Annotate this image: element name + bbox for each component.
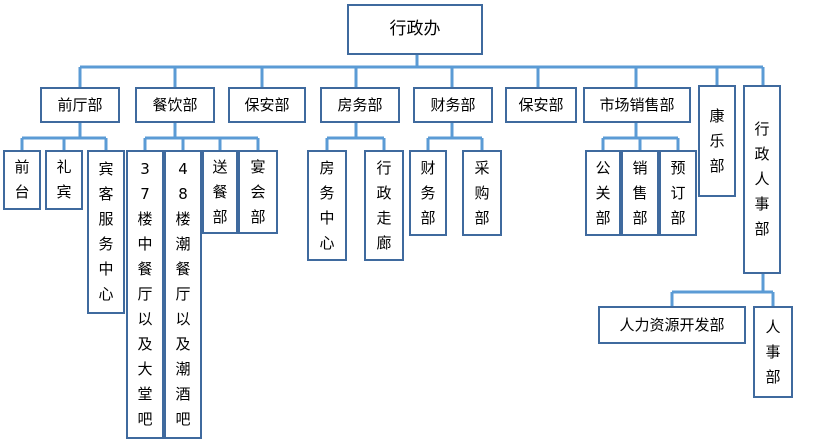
node-caiwubu-sub: 财务部 [409, 150, 447, 236]
node-caigoubu: 采购部 [462, 150, 502, 236]
node-libin: 礼宾 [45, 150, 83, 210]
node-lou48: 4 8楼潮餐厅以及潮酒吧 [164, 150, 202, 439]
node-yanhuibu: 宴会部 [238, 150, 278, 234]
node-baoanbu-1: 保安部 [228, 87, 306, 123]
node-fangwuzhongxin: 房务中心 [307, 150, 347, 261]
node-xingzhengzoulang: 行政走廊 [364, 150, 404, 261]
node-shichangxiaoshoubu: 市场销售部 [583, 87, 691, 123]
node-renliziyuankaifabu: 人力资源开发部 [598, 306, 746, 344]
node-xingzhengban: 行政办 [347, 4, 483, 55]
node-renshibu: 人事部 [753, 306, 793, 398]
node-caiwubu: 财务部 [413, 87, 493, 123]
node-baoanbu-2: 保安部 [505, 87, 577, 123]
node-qiantingbu: 前厅部 [40, 87, 120, 123]
node-binkefuwuzhongxin: 宾客服务中心 [87, 150, 125, 314]
node-qiantai: 前台 [3, 150, 41, 210]
node-xiaoshoubu: 销售部 [621, 150, 659, 236]
node-lou37: 3 7楼中餐厅以及大堂吧 [126, 150, 164, 439]
node-kanglebu: 康乐部 [698, 85, 736, 197]
node-yudingbu: 预订部 [659, 150, 697, 236]
node-xingzhengrenshibu: 行政人事部 [743, 85, 781, 274]
node-gongguanbu: 公关部 [585, 150, 621, 236]
node-fangwubu: 房务部 [320, 87, 400, 123]
node-songcanbu: 送餐部 [202, 150, 238, 234]
node-canyinbu: 餐饮部 [135, 87, 215, 123]
